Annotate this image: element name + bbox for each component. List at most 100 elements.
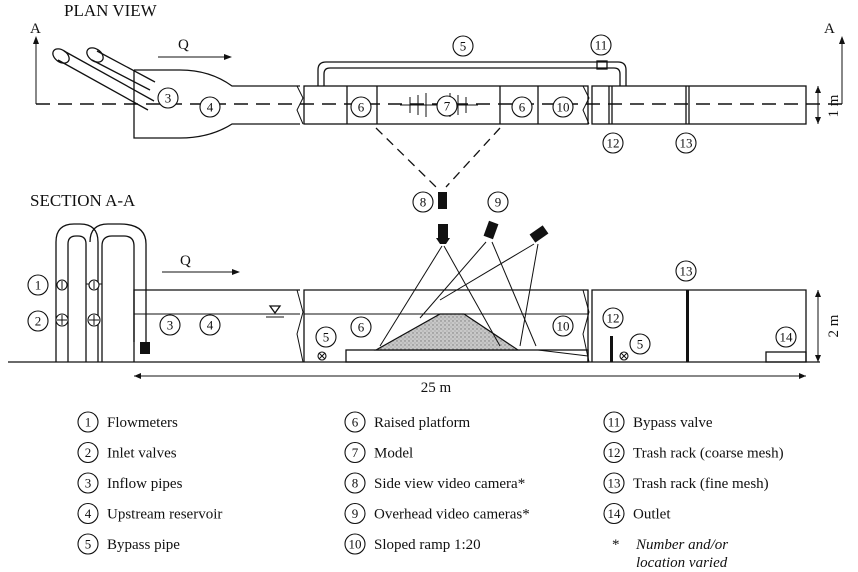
legend-item-text: Sloped ramp 1:20	[374, 537, 481, 553]
legend-marker-10: 10	[344, 533, 366, 555]
svg-text:11: 11	[595, 38, 608, 53]
legend-marker-3: 3	[77, 472, 99, 494]
plan-view-title: PLAN VIEW	[64, 1, 158, 20]
diagram-marker-3: 3	[157, 87, 179, 109]
depth-dimension-label: 2 m	[826, 314, 842, 337]
break-mark	[296, 289, 304, 363]
legend-marker-11: 11	[603, 411, 625, 433]
side-view-camera	[436, 192, 450, 244]
diagram-marker-7: 7	[436, 95, 458, 117]
section-inflow-pipes	[55, 223, 150, 362]
outlet-box	[765, 351, 807, 363]
legend-marker-8: 8	[344, 472, 366, 494]
legend-marker-2: 2	[77, 441, 99, 464]
diagram-marker-11: 11	[590, 34, 612, 56]
svg-text:6: 6	[358, 320, 365, 335]
overhead-camera-2	[529, 225, 549, 243]
diagram-marker-8: 8	[412, 191, 434, 213]
plan-downstream-channel	[591, 85, 807, 125]
note-asterisk: *	[612, 537, 620, 553]
section-marker-left: A	[30, 21, 41, 37]
diagram-marker-9: 9	[487, 191, 509, 213]
diagram-marker-13: 13	[675, 132, 697, 154]
diagram-marker-14: 14	[775, 326, 797, 348]
plan-flow-label: Q	[178, 37, 189, 53]
diagram-marker-2: 2	[27, 310, 49, 332]
svg-text:3: 3	[85, 476, 92, 491]
note-line-2: location varied	[636, 555, 728, 571]
svg-text:2: 2	[35, 314, 42, 329]
legend-item-text: Overhead video cameras*	[374, 507, 530, 523]
svg-text:5: 5	[460, 39, 467, 54]
plan-inflow-pipes	[52, 47, 156, 111]
svg-text:6: 6	[519, 100, 526, 115]
svg-text:2: 2	[85, 445, 92, 460]
svg-text:10: 10	[557, 319, 570, 334]
section-view: SECTION A-A Q	[8, 191, 842, 396]
diagram-marker-3: 3	[159, 314, 181, 336]
break-mark	[296, 85, 304, 125]
legend-marker-9: 9	[344, 502, 366, 525]
svg-text:6: 6	[358, 100, 365, 115]
diagram-marker-1: 1	[27, 274, 49, 296]
break-mark	[582, 85, 590, 125]
section-marker-right: A	[824, 21, 835, 37]
svg-text:12: 12	[607, 136, 620, 151]
svg-text:9: 9	[352, 506, 359, 521]
length-dimension-label: 25 m	[421, 380, 452, 396]
diagram-marker-4: 4	[199, 96, 221, 118]
svg-text:1: 1	[85, 415, 92, 430]
svg-text:5: 5	[323, 330, 330, 345]
diagram-marker-10: 10	[552, 315, 574, 337]
legend-item-text: Side view video camera*	[374, 476, 525, 492]
svg-text:4: 4	[207, 318, 214, 333]
svg-text:4: 4	[85, 506, 92, 521]
svg-text:10: 10	[557, 100, 570, 115]
diagram-marker-4: 4	[199, 314, 221, 336]
water-level-symbol	[268, 305, 282, 315]
svg-text:13: 13	[680, 264, 693, 279]
diagram-marker-6: 6	[350, 96, 372, 118]
plan-test-channel	[303, 85, 589, 125]
legend-item-text: Inlet valves	[107, 446, 177, 462]
svg-text:14: 14	[780, 330, 794, 345]
overhead-camera-1	[483, 220, 499, 240]
trash-rack-fine	[686, 290, 689, 362]
diagram-marker-13: 13	[675, 260, 697, 282]
svg-text:7: 7	[444, 99, 451, 114]
plan-bypass-pipe	[317, 61, 627, 86]
plan-view: PLAN VIEW A A Q	[30, 1, 845, 188]
svg-text:1: 1	[35, 278, 42, 293]
arrow-head	[224, 54, 232, 60]
legend-item-text: Upstream reservoir	[107, 507, 222, 523]
break-mark	[582, 289, 590, 363]
trash-rack-coarse	[610, 336, 613, 362]
section-view-title: SECTION A-A	[30, 191, 136, 210]
legend-item-text: Trash rack (fine mesh)	[633, 476, 769, 492]
legend-item-text: Model	[374, 446, 413, 462]
svg-text:5: 5	[85, 537, 92, 552]
legend-item-text: Bypass valve	[633, 415, 713, 431]
diagram-marker-10: 10	[552, 96, 574, 118]
svg-text:4: 4	[207, 100, 214, 115]
svg-text:10: 10	[349, 537, 362, 552]
svg-text:12: 12	[608, 445, 621, 460]
legend-item-text: Flowmeters	[107, 415, 178, 431]
legend-marker-13: 13	[603, 472, 625, 494]
section-reservoir	[133, 289, 300, 362]
legend-marker-7: 7	[344, 441, 366, 464]
note-line-1: Number and/or	[635, 537, 728, 553]
arrow-head	[33, 36, 39, 44]
svg-text:8: 8	[352, 476, 359, 491]
diagram-marker-12: 12	[602, 307, 624, 329]
plan-bypass-valve	[596, 60, 608, 70]
diagram-marker-6: 6	[511, 96, 533, 118]
svg-text:12: 12	[607, 311, 620, 326]
svg-text:7: 7	[352, 445, 359, 460]
diagram-marker-6: 6	[350, 316, 372, 338]
legend-marker-6: 6	[344, 411, 366, 433]
